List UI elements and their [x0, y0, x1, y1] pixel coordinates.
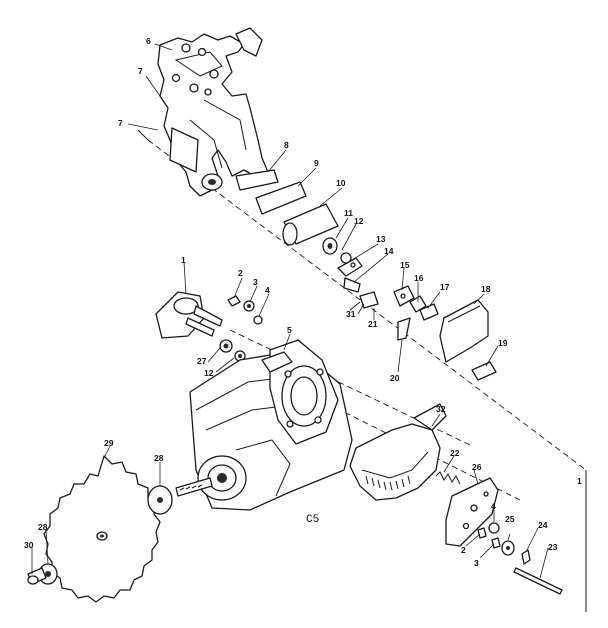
callout-label: 11	[344, 208, 353, 218]
callout-label: 10	[336, 178, 346, 188]
callout-label: 7	[138, 66, 143, 76]
saw-blade	[43, 455, 161, 603]
callout-label: 25	[505, 514, 515, 524]
callout-label: 18	[481, 284, 491, 294]
callout-label: 29	[104, 438, 114, 448]
callout-label: 4	[265, 285, 270, 295]
diagram-code: C5	[306, 514, 319, 526]
callout-label: 23	[548, 542, 558, 552]
callout-label: 1	[181, 255, 186, 265]
callout-labels: 6 7 7 8 9 10 11 12 13 14 1 2 3 4 5 27 12…	[24, 36, 582, 568]
callout-label: 8	[284, 140, 289, 150]
callout-label: 17	[440, 282, 450, 292]
callout-label: 5	[287, 325, 292, 335]
callout-label: 16	[414, 273, 424, 283]
callout-label: 14	[384, 246, 394, 256]
upper-axis-parts	[235, 169, 363, 293]
callout-label: 28	[38, 522, 48, 532]
callout-label: 9	[314, 158, 319, 168]
callout-label: 31	[346, 309, 356, 319]
callout-label: 20	[390, 373, 400, 383]
callout-label: 2	[461, 545, 466, 555]
callout-label: 19	[498, 338, 508, 348]
callout-leaders	[31, 43, 549, 579]
callout-label: 24	[538, 520, 548, 530]
motor-housing	[175, 339, 353, 511]
callout-label: 3	[253, 277, 258, 287]
callout-label: 7	[118, 118, 123, 128]
lower-right-parts	[435, 471, 563, 595]
small-washers	[219, 295, 263, 362]
arbor-flange	[155, 291, 223, 339]
callout-label: 27	[197, 356, 207, 366]
blade-guard	[349, 403, 447, 501]
callout-label: 30	[24, 540, 34, 550]
callout-label: 3	[474, 558, 479, 568]
callout-label: 22	[450, 448, 460, 458]
mid-right-parts	[349, 285, 497, 381]
callout-label: 1	[577, 476, 582, 486]
callout-label: 28	[154, 453, 164, 463]
callout-label: 13	[376, 234, 386, 244]
callout-label: 6	[146, 36, 151, 46]
blade-flanges	[27, 485, 173, 585]
callout-label: 12	[204, 368, 214, 378]
motor-bracket-yoke	[157, 27, 269, 197]
callout-label: 26	[472, 462, 482, 472]
callout-label: 12	[354, 216, 364, 226]
callout-label: 32	[436, 404, 446, 414]
callout-label: 15	[400, 260, 410, 270]
callout-label: 4	[491, 501, 496, 511]
callout-label: 2	[238, 268, 243, 278]
callout-label: 21	[368, 319, 378, 329]
